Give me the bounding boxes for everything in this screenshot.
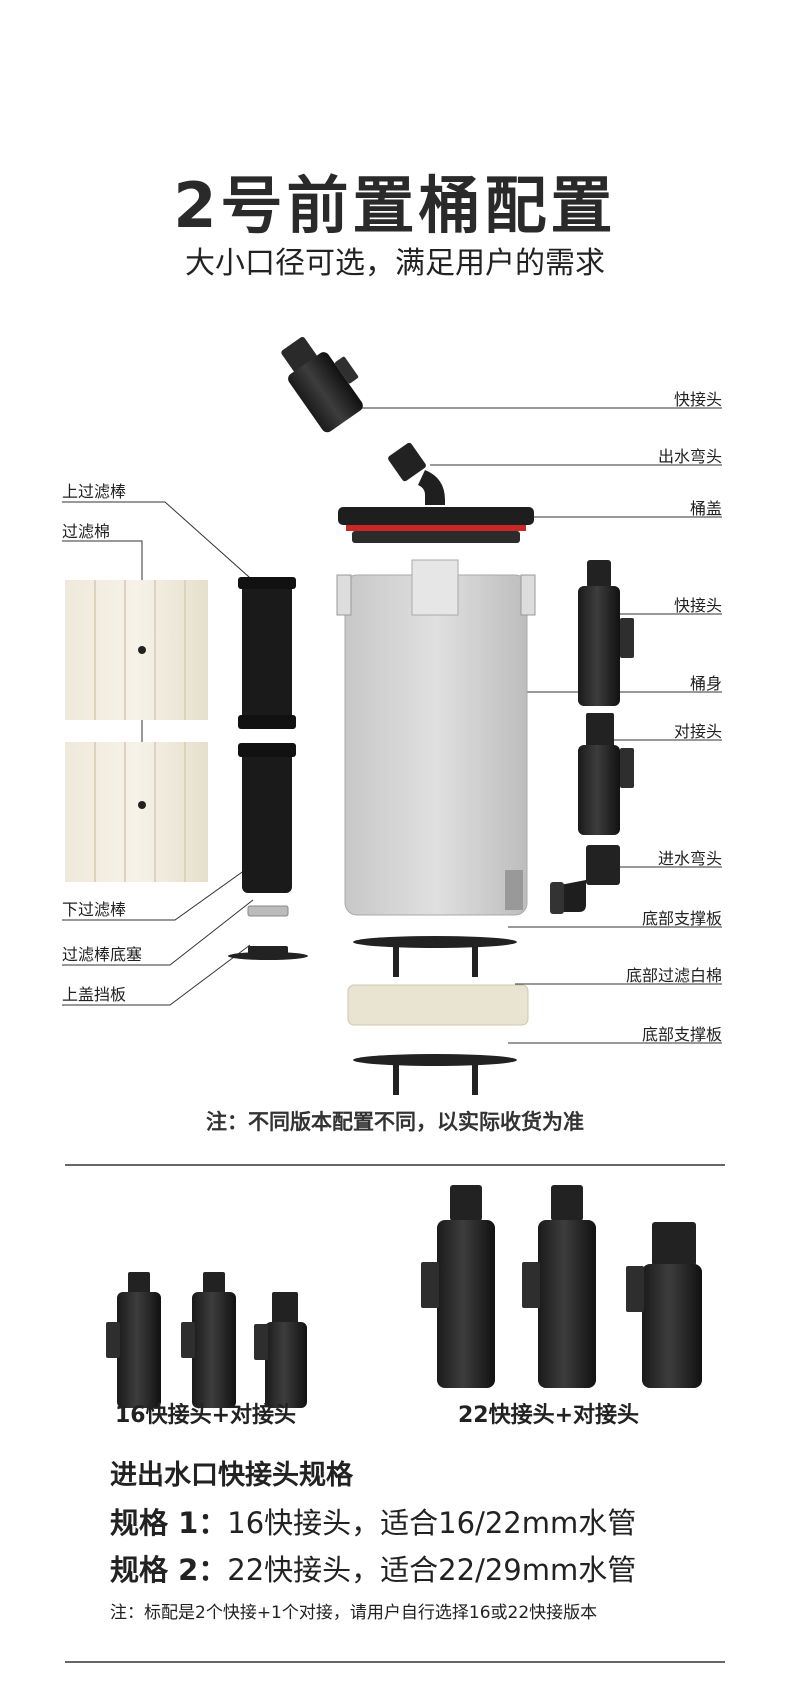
upper-filter-rod-icon bbox=[238, 577, 296, 729]
label-lower-filter-rod: 下过滤棒 bbox=[62, 900, 127, 919]
union-22-icon bbox=[626, 1222, 702, 1388]
connector-16-b-icon bbox=[181, 1272, 236, 1408]
spec-footnote: 注：标配是2个快接+1个对接，请用户自行选择16或22快接版本 bbox=[110, 1603, 598, 1623]
spec-1-label: 规格 1： bbox=[110, 1506, 228, 1540]
spec-heading: 进出水口快接头规格 bbox=[110, 1460, 353, 1491]
label-quick-connector: 快接头 bbox=[673, 596, 722, 615]
top-quick-connector-icon bbox=[281, 337, 363, 433]
quick-connector-right-icon bbox=[578, 560, 634, 706]
label-quick-connector-top: 快接头 bbox=[673, 390, 722, 409]
top-cover-baffle-icon bbox=[228, 946, 308, 960]
left-leader-lines bbox=[62, 501, 259, 1006]
label-filter-foam: 过滤棉 bbox=[62, 522, 111, 541]
label-top-cover-baffle: 上盖挡板 bbox=[62, 985, 127, 1004]
label-bucket-lid: 桶盖 bbox=[689, 499, 722, 518]
filter-foam-icon bbox=[65, 580, 208, 882]
lower-filter-rod-icon bbox=[238, 743, 296, 893]
caption-22: 22快接头+对接头 bbox=[458, 1403, 640, 1428]
label-inlet-elbow: 进水弯头 bbox=[657, 849, 722, 868]
spec-2-text: 22快接头，适合22/29mm水管 bbox=[227, 1553, 637, 1587]
bottom-support-plate-2-icon bbox=[353, 1054, 517, 1095]
label-upper-filter-rod: 上过滤棒 bbox=[62, 482, 127, 501]
label-bottom-support-plate: 底部支撑板 bbox=[641, 909, 722, 928]
label-bucket-body: 桶身 bbox=[689, 674, 722, 693]
page-subtitle: 大小口径可选，满足用户的需求 bbox=[185, 246, 605, 281]
label-bottom-filter-pad: 底部过滤白棉 bbox=[625, 966, 722, 985]
right-leader-lines bbox=[350, 407, 722, 1044]
spec-2: 规格 2：22快接头，适合22/29mm水管 bbox=[110, 1547, 636, 1589]
label-bottom-support-plate-2: 底部支撑板 bbox=[641, 1025, 722, 1044]
spec-1: 规格 1：16快接头，适合16/22mm水管 bbox=[110, 1500, 636, 1542]
union-16-icon bbox=[254, 1292, 307, 1408]
bucket-body-icon bbox=[336, 559, 536, 916]
page-title: 2号前置桶配置 bbox=[173, 169, 617, 242]
bottom-support-plate-icon bbox=[353, 936, 517, 977]
label-outlet-elbow: 出水弯头 bbox=[657, 447, 722, 466]
outlet-elbow-icon bbox=[388, 442, 445, 505]
spec-2-label: 规格 2： bbox=[110, 1553, 228, 1587]
connector-22-a-icon bbox=[421, 1185, 495, 1388]
version-note: 注：不同版本配置不同，以实际收货为准 bbox=[206, 1110, 584, 1134]
caption-16: 16快接头+对接头 bbox=[115, 1403, 297, 1428]
bucket-lid-icon bbox=[338, 507, 534, 543]
bottom-filter-pad-icon bbox=[347, 984, 529, 1026]
connector-22-b-icon bbox=[522, 1185, 596, 1388]
filter-rod-plug-icon bbox=[247, 905, 289, 917]
spec-1-text: 16快接头，适合16/22mm水管 bbox=[227, 1506, 637, 1540]
label-union-connector: 对接头 bbox=[673, 722, 722, 741]
connector-16-a-icon bbox=[106, 1272, 161, 1408]
label-filter-rod-plug: 过滤棒底塞 bbox=[62, 945, 143, 964]
union-connector-right-icon bbox=[578, 713, 634, 835]
inlet-elbow-right-icon bbox=[550, 845, 620, 914]
